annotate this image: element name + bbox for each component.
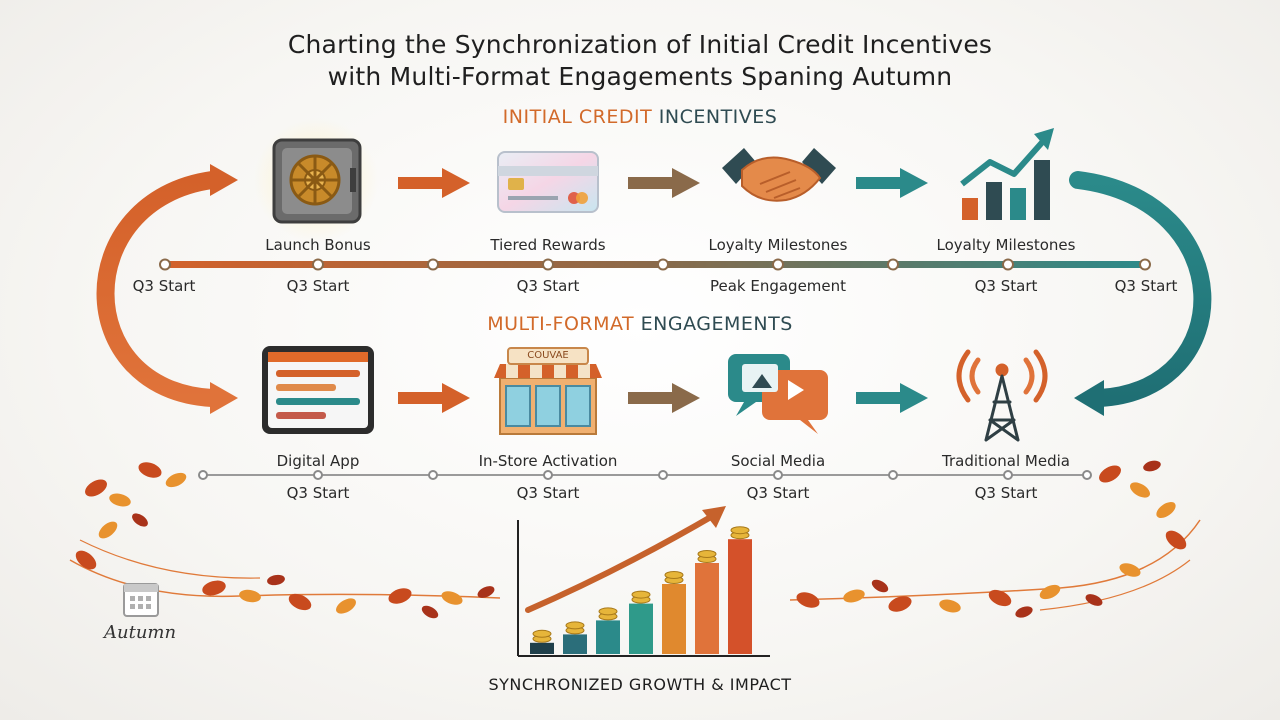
title-line-2: with Multi-Format Engagements Spaning Au… <box>327 62 953 91</box>
section-title-credit-part1: INITIAL CREDIT <box>502 106 659 128</box>
growth-bar <box>695 563 719 654</box>
left-loop-arrow <box>96 171 221 407</box>
growth-bar <box>596 620 620 654</box>
credit-timeline-label: Q3 Start <box>132 277 196 295</box>
engagement-timeline-label: Q3 Start <box>286 484 350 502</box>
section-title-engagements: MULTI-FORMAT ENGAGEMENTS <box>0 313 1280 335</box>
section-title-credit: INITIAL CREDIT INCENTIVES <box>0 106 1280 128</box>
engagement-flow-arrows <box>398 383 928 413</box>
engagement-timeline-label: Q3 Start <box>746 484 810 502</box>
left-loop-arrowhead-bottom <box>210 382 238 414</box>
broadcast-tower-icon <box>956 349 1048 442</box>
coin-stack <box>631 590 651 599</box>
growth-bar <box>728 539 752 654</box>
coin-stack <box>532 629 552 638</box>
engagement-step-label-social-media: Social Media <box>730 452 826 470</box>
vault-icon <box>254 118 378 242</box>
title-line-1: Charting the Synchronization of Initial … <box>287 30 993 59</box>
credit-step-label-tiered-rewards: Tiered Rewards <box>490 236 606 254</box>
engagement-step-label-digital-app: Digital App <box>276 452 360 470</box>
credit-step-label-loyalty-milestones-2: Loyalty Milestones <box>936 236 1076 254</box>
engagement-step-label-in-store: In-Store Activation <box>478 452 618 470</box>
credit-timeline-label: Q3 Start <box>286 277 350 295</box>
engagement-timeline-label: Q3 Start <box>974 484 1038 502</box>
coin-stack <box>598 607 618 616</box>
credit-timeline-label: Q3 Start <box>974 277 1038 295</box>
section-title-engagements-part2: ENGAGEMENTS <box>640 313 793 335</box>
credit-timeline-label-peak: Peak Engagement <box>709 277 847 295</box>
credit-timeline-label: Q3 Start <box>516 277 580 295</box>
credit-timeline-dots <box>159 258 1151 271</box>
credit-timeline-bar <box>160 261 1150 268</box>
storefront-icon <box>494 347 602 435</box>
growth-bar <box>662 584 686 654</box>
credit-card-icon <box>497 151 599 213</box>
footer-caption: SYNCHRONIZED GROWTH & IMPACT <box>488 675 792 694</box>
growth-trend-arrow <box>525 511 719 613</box>
growth-illustration <box>517 506 770 657</box>
storefront-sign-text: COUVAE <box>527 350 569 361</box>
coin-stack <box>697 550 717 558</box>
engagement-step-label-traditional-media: Traditional Media <box>942 452 1070 470</box>
section-title-credit-part2: INCENTIVES <box>658 106 778 128</box>
engagement-timeline-label: Q3 Start <box>516 484 580 502</box>
growth-chart-icon <box>960 128 1054 220</box>
coin-stack <box>664 571 684 579</box>
leaves-left-decoration <box>69 462 501 619</box>
credit-timeline-label: Q3 Start <box>1114 277 1178 295</box>
autumn-label: Autumn <box>104 622 177 643</box>
growth-bar <box>629 603 653 654</box>
right-loop-arrow <box>1069 171 1212 407</box>
left-loop-arrowhead-top <box>210 164 238 196</box>
growth-bar <box>563 634 587 654</box>
engagement-timeline-dots <box>198 470 1092 480</box>
section-title-engagements-part1: MULTI-FORMAT <box>487 313 641 335</box>
coin-stack <box>565 621 585 630</box>
handshake-icon <box>722 148 836 202</box>
tablet-app-icon <box>262 346 374 434</box>
right-loop-arrowhead <box>1074 380 1104 416</box>
credit-step-label-launch-bonus: Launch Bonus <box>265 236 371 254</box>
leaves-right-decoration <box>789 460 1201 618</box>
credit-step-label-loyalty-milestones: Loyalty Milestones <box>708 236 848 254</box>
growth-bar <box>530 642 554 654</box>
credit-flow-arrows <box>398 168 928 198</box>
coin-stack <box>730 526 750 535</box>
social-media-icon <box>728 354 828 434</box>
